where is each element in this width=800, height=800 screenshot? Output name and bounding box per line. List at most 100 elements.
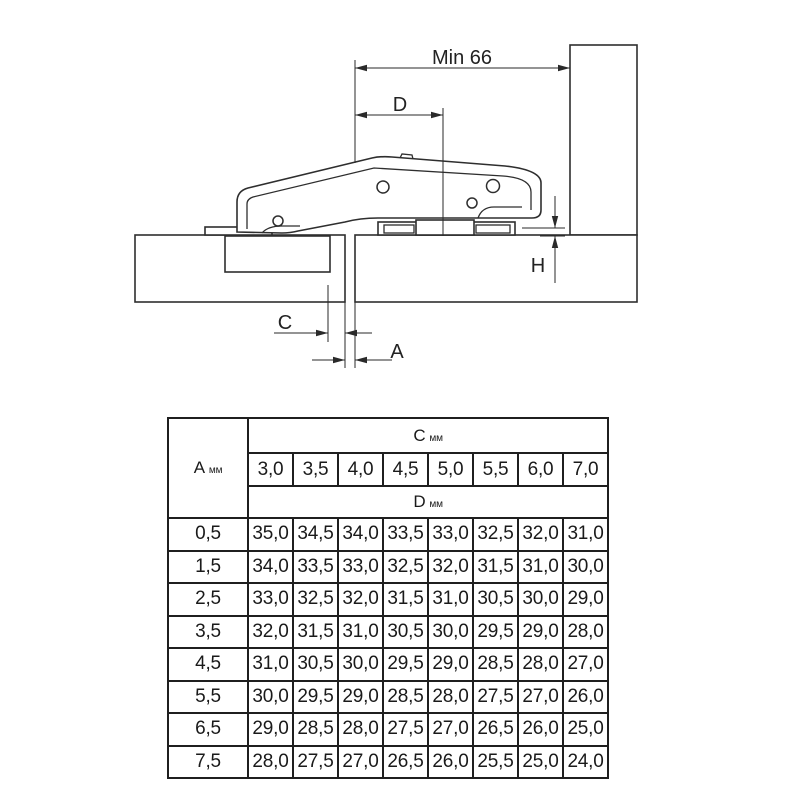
c-value-cell: 4,0 — [337, 452, 384, 487]
hinge-installation-diagram: Min 66 D H C A — [134, 44, 638, 368]
d-value-cell: 29,0 — [337, 679, 384, 714]
d-value-cell: 29,5 — [382, 647, 429, 682]
c-value-cell: 6,0 — [517, 452, 564, 487]
mounting-plate-segment — [383, 224, 415, 234]
d-value-cell: 25,0 — [517, 744, 564, 779]
d-label: D — [393, 94, 407, 116]
a-value-cell: 4,5 — [167, 647, 249, 682]
d-value-cell: 26,5 — [382, 744, 429, 779]
d-value-cell: 35,0 — [247, 517, 294, 552]
d-value-cell: 26,0 — [427, 744, 474, 779]
a-value-cell: 6,5 — [167, 712, 249, 747]
d-value-cell: 27,5 — [292, 744, 339, 779]
d-value-cell: 25,0 — [561, 712, 610, 747]
mounting-plate-clip — [415, 219, 475, 236]
d-value-cell: 28,5 — [292, 712, 339, 747]
a-header-letter: A — [193, 458, 205, 477]
d-value-cell: 29,0 — [517, 614, 564, 649]
d-value-cell: 29,0 — [427, 647, 474, 682]
d-value-cell: 29,5 — [292, 679, 339, 714]
d-value-cell: 30,5 — [292, 647, 339, 682]
a-value-cell: 7,5 — [167, 744, 249, 779]
d-header-unit: мм — [429, 499, 443, 510]
hinge-cup — [224, 235, 331, 273]
d-value-cell: 32,0 — [247, 614, 294, 649]
base-panel — [354, 234, 638, 303]
d-value-cell: 34,5 — [292, 517, 339, 552]
d-value-cell: 27,0 — [337, 744, 384, 779]
d-value-cell: 32,0 — [337, 582, 384, 617]
d-value-cell: 27,0 — [561, 647, 610, 682]
d-value-cell: 33,0 — [337, 549, 384, 584]
d-value-cell: 31,0 — [247, 647, 294, 682]
hinge-arm-front-curve — [477, 206, 522, 219]
c-value-cell: 5,5 — [472, 452, 519, 487]
d-value-cell: 34,0 — [247, 549, 294, 584]
a-value-cell: 3,5 — [167, 614, 249, 649]
hinge-arm-notch — [399, 153, 414, 160]
a-value-cell: 2,5 — [167, 582, 249, 617]
hinge-arm-inner-edge — [246, 167, 532, 229]
hinge-rivet — [485, 178, 501, 194]
d-value-cell: 26,0 — [517, 712, 564, 747]
c-header-unit: мм — [429, 432, 443, 444]
c-value-cell: 3,0 — [247, 452, 294, 487]
d-value-cell: 24,0 — [561, 744, 610, 779]
d-value-cell: 28,5 — [382, 679, 429, 714]
d-value-cell: 31,0 — [517, 549, 564, 584]
hinge-arm — [236, 155, 542, 234]
c-value-cell: 4,5 — [382, 452, 429, 487]
c-value-cell: 7,0 — [561, 452, 610, 487]
d-value-cell: 31,0 — [561, 517, 610, 552]
mounting-plate-segment — [475, 224, 511, 234]
c-value-cell: 5,0 — [427, 452, 474, 487]
hinge-rivet — [466, 197, 478, 209]
h-label: H — [531, 255, 545, 277]
d-value-cell: 28,0 — [427, 679, 474, 714]
d-value-cell: 27,5 — [472, 679, 519, 714]
d-value-cell: 31,0 — [337, 614, 384, 649]
d-value-cell: 30,5 — [382, 614, 429, 649]
d-value-cell: 28,0 — [561, 614, 610, 649]
d-header-letter: D — [413, 492, 426, 511]
d-value-cell: 32,5 — [472, 517, 519, 552]
d-value-cell: 33,0 — [427, 517, 474, 552]
d-value-cell: 33,0 — [247, 582, 294, 617]
d-value-cell: 29,5 — [472, 614, 519, 649]
d-value-cell: 30,0 — [337, 647, 384, 682]
a-header-unit: мм — [208, 465, 223, 476]
hinge-rivet — [376, 180, 390, 194]
d-value-cell: 26,0 — [561, 679, 610, 714]
d-value-cell: 28,0 — [337, 712, 384, 747]
hinge-link — [261, 225, 300, 234]
hinge-pivot — [272, 215, 284, 227]
d-value-cell: 34,0 — [337, 517, 384, 552]
d-value-cell: 28,0 — [247, 744, 294, 779]
d-value-cell: 29,0 — [561, 582, 610, 617]
c-value-cell: 3,5 — [292, 452, 339, 487]
d-value-cell: 28,5 — [472, 647, 519, 682]
d-value-cell: 33,5 — [382, 517, 429, 552]
d-value-cell: 32,5 — [292, 582, 339, 617]
d-value-cell: 32,5 — [382, 549, 429, 584]
a-value-cell: 1,5 — [167, 549, 249, 584]
d-value-cell: 31,5 — [472, 549, 519, 584]
d-value-cell: 27,0 — [427, 712, 474, 747]
d-value-cell: 30,0 — [517, 582, 564, 617]
c-header-letter: C — [413, 425, 426, 445]
